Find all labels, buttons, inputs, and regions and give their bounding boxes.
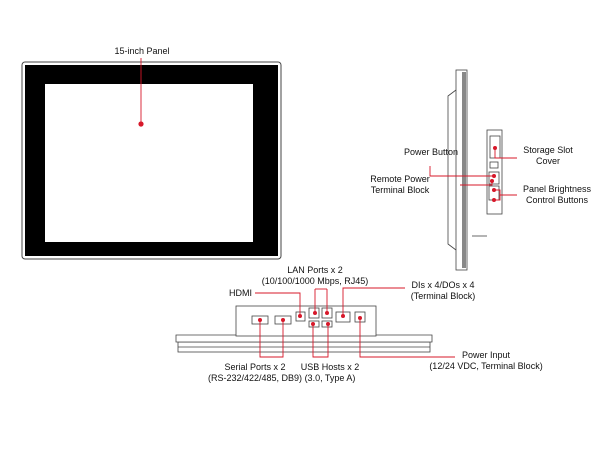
dot-dio: [341, 314, 345, 318]
dot-serial-1: [258, 318, 262, 322]
callout-dio: [342, 287, 405, 316]
callout-dots: [138, 121, 497, 326]
label-brightness-line1: Panel Brightness: [522, 184, 592, 194]
callout-power-input: [359, 318, 455, 358]
label-storage-slot-line2: Cover: [535, 156, 560, 166]
side-edge: [462, 72, 466, 268]
side-view: [447, 69, 503, 271]
dot-hdmi: [298, 314, 302, 318]
callouts: [140, 58, 517, 358]
label-serial-line1: Serial Ports x 2: [224, 362, 286, 372]
dot-brightness-1: [492, 188, 496, 192]
dot-lan-1: [313, 311, 317, 315]
label-power-input-line1: Power Input: [461, 350, 511, 360]
dot-lan-2: [325, 311, 329, 315]
callout-serial: [259, 320, 284, 358]
label-lan-line2: (10/100/1000 Mbps, RJ45): [261, 276, 369, 286]
label-brightness: Panel Brightness Control Buttons: [514, 184, 600, 206]
label-dio-line1: DIs x 4/DOs x 4: [411, 280, 475, 290]
label-storage-slot-line1: Storage Slot: [523, 145, 573, 155]
label-remote-power-line1: Remote Power: [370, 174, 430, 184]
dot-power-input: [358, 316, 362, 320]
label-usb-line1: USB Hosts x 2: [300, 362, 360, 372]
label-storage-slot: Storage Slot Cover: [512, 145, 584, 167]
label-remote-power-line2: Terminal Block: [370, 185, 430, 195]
side-back-contour: [447, 89, 457, 251]
panel-outer-frame: [21, 61, 282, 260]
front-panel-view: [21, 61, 282, 260]
label-panel: 15-inch Panel: [114, 46, 170, 56]
label-lan: LAN Ports x 2 (10/100/1000 Mbps, RJ45): [248, 265, 382, 287]
dot-brightness-2: [492, 198, 496, 202]
label-power-input: Power Input (12/24 VDC, Terminal Block): [424, 350, 548, 372]
callout-brightness: [494, 189, 517, 196]
label-serial-line2: (RS-232/422/485, DB9): [207, 373, 303, 383]
panel-screen: [45, 84, 253, 242]
label-dio-line2: (Terminal Block): [410, 291, 476, 301]
dot-power-button: [492, 174, 496, 178]
callout-usb: [312, 324, 329, 358]
dot-storage-slot: [493, 146, 497, 150]
label-power-input-line2: (12/24 VDC, Terminal Block): [429, 361, 543, 371]
bottom-view: [175, 305, 433, 353]
callout-power-button: [429, 166, 494, 177]
dot-usb-2: [326, 322, 330, 326]
label-lan-line1: LAN Ports x 2: [287, 265, 343, 275]
callout-hdmi: [255, 292, 301, 316]
label-brightness-line2: Control Buttons: [525, 195, 589, 205]
label-usb: USB Hosts x 2 (3.0, Type A): [290, 362, 370, 384]
label-hdmi: HDMI: [229, 288, 252, 298]
label-remote-power: Remote Power Terminal Block: [360, 174, 440, 196]
power-button-shape: [489, 161, 499, 169]
dot-remote-power: [490, 179, 494, 183]
label-power-button: Power Button: [403, 147, 459, 157]
dot-serial-2: [281, 318, 285, 322]
dot-panel: [138, 121, 144, 127]
label-serial: Serial Ports x 2 (RS-232/422/485, DB9): [200, 362, 310, 384]
side-frame: [455, 69, 468, 271]
label-dio: DIs x 4/DOs x 4 (Terminal Block): [400, 280, 486, 302]
callout-storage-slot: [494, 148, 517, 159]
dot-usb-1: [311, 322, 315, 326]
label-usb-line2: (3.0, Type A): [304, 373, 356, 383]
